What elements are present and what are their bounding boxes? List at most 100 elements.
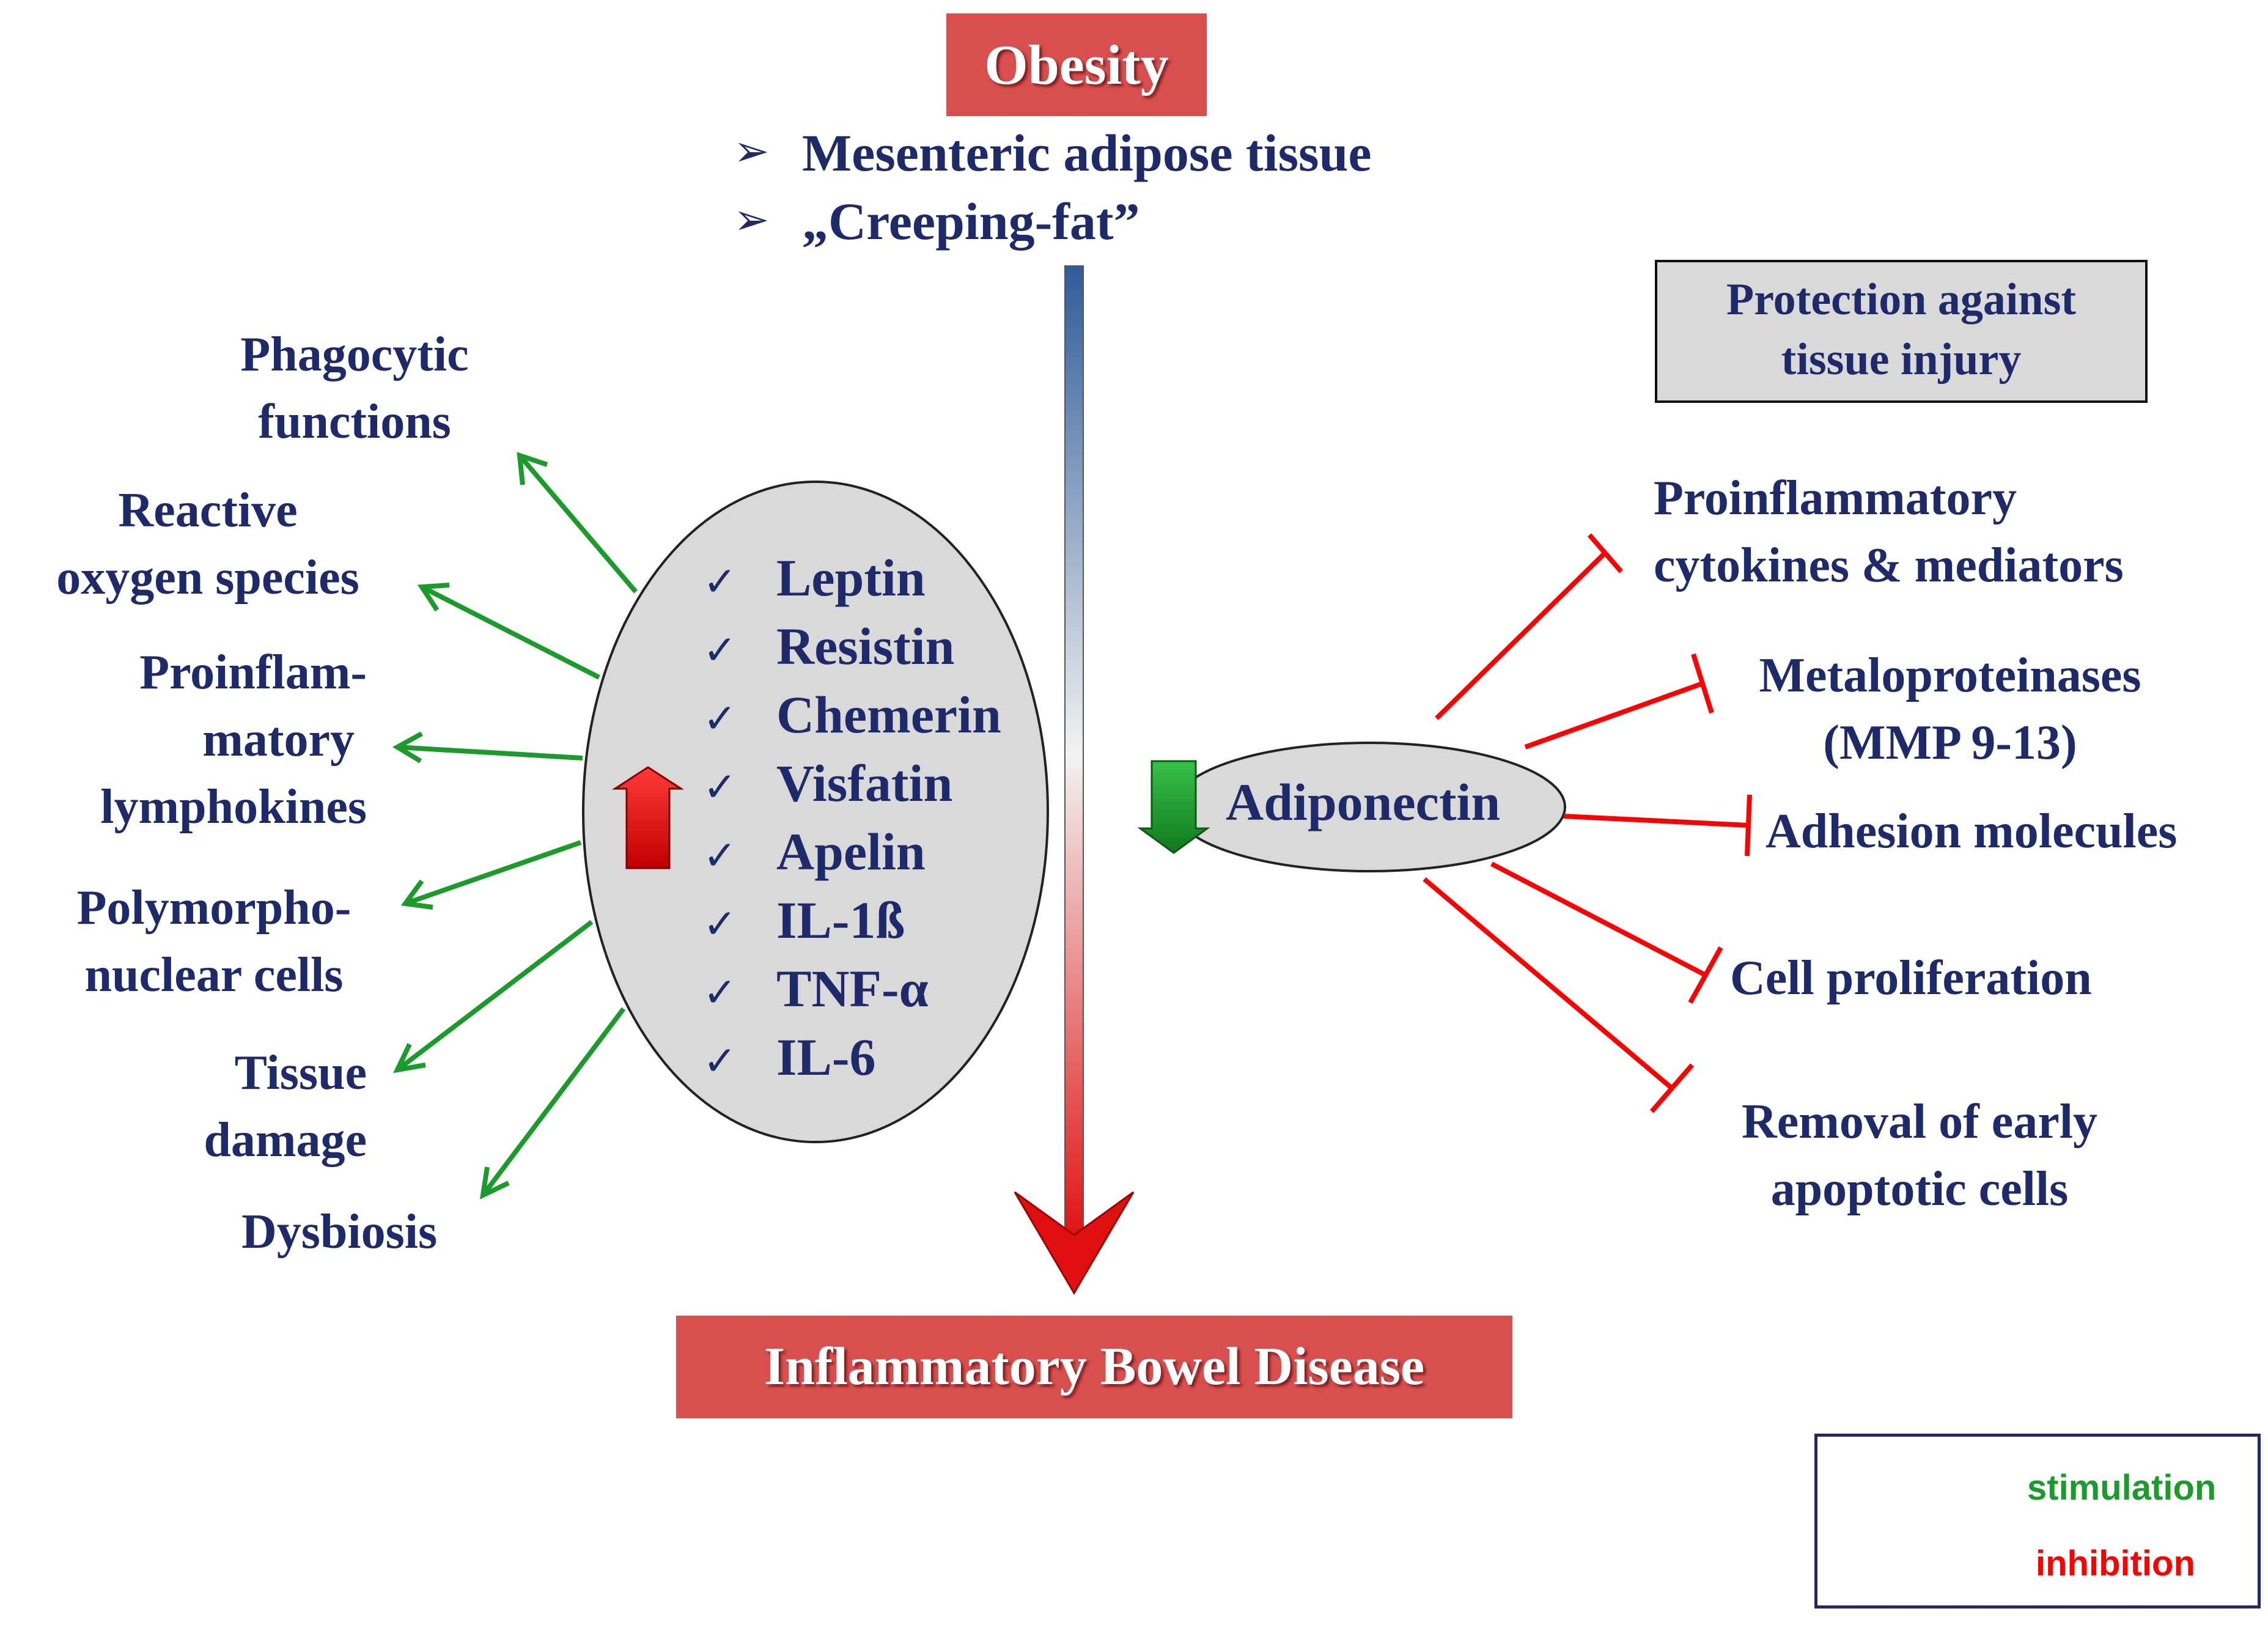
effect-reactive-oxygen-species: Reactive oxygen species	[24, 477, 391, 611]
effect-line: cytokines & mediators	[1654, 539, 2124, 592]
inhibition-bar-mmp	[1691, 653, 1714, 714]
check-icon: ✓	[703, 764, 737, 811]
check-icon: ✓	[703, 969, 737, 1016]
list-item-label: IL-6	[776, 1028, 876, 1086]
effect-line: functions	[258, 395, 451, 449]
effect-line: Cell proliferation	[1730, 951, 2092, 1005]
inhibition-bar-cytokines	[1587, 533, 1624, 573]
effect-proinflammatory-cytokines: Proinflammatory cytokines & mediators	[1654, 465, 2124, 599]
down-arrow-icon	[1137, 760, 1210, 854]
list-item-label: Resistin	[776, 617, 955, 676]
effect-line: Metaloproteinases	[1759, 649, 2141, 702]
stimulation-arrow-phagocytic-head	[517, 452, 548, 485]
inhibition-bar-apoptotic	[1649, 1063, 1695, 1113]
effect-line: Removal of early	[1741, 1095, 2098, 1149]
list-item-label: Leptin	[776, 548, 926, 607]
adiponectin-label: Adiponectin	[1226, 773, 1501, 831]
check-icon: ✓	[703, 695, 737, 742]
effect-removal-apoptotic-cells: Removal of early apoptotic cells	[1693, 1088, 2146, 1223]
list-item: ✓	[703, 616, 737, 677]
check-icon: ✓	[703, 558, 737, 605]
effect-line: Polymorpho-	[76, 881, 352, 935]
legend-box: stimulation inhibition	[1814, 1434, 2261, 1608]
ibd-title: Inflammatory Bowel Disease	[764, 1337, 1425, 1396]
stimulation-arrow-pmn-head	[400, 879, 433, 910]
obesity-title: Obesity	[984, 34, 1169, 96]
central-arrow-shaft	[1064, 265, 1084, 1245]
check-icon: ✓	[703, 1037, 737, 1085]
protection-box: Protection against tissue injury	[1655, 260, 2148, 403]
stimulation-arrow-phagocytic	[517, 454, 638, 594]
effect-phagocytic-functions: Phagocytic functions	[196, 321, 514, 455]
list-item-label: Chemerin	[776, 685, 1001, 744]
inhibition-lines	[1423, 533, 1752, 1113]
inhibition-bar-proliferation	[1688, 946, 1723, 1004]
list-item-label: IL-1ß	[776, 891, 905, 949]
effect-adhesion-molecules: Adhesion molecules	[1765, 798, 2177, 865]
effect-line: Proinflammatory	[1654, 471, 2017, 525]
legend-inhibition-label: inhibition	[2036, 1544, 2195, 1583]
left-adipokine-ellipse	[582, 481, 1049, 1143]
obesity-bullet-2: „Creeping-fat”	[802, 192, 1140, 251]
stimulation-arrows	[392, 452, 638, 1199]
stimulation-arrow-lymphokines	[397, 745, 583, 761]
bullet-arrow-icon: ➢	[734, 194, 770, 245]
effect-proinflammatory-lymphokines: Proinflam- matory lymphokines	[24, 639, 367, 841]
list-item-label: Apelin	[776, 822, 926, 881]
effect-polymorphonuclear-cells: Polymorpho- nuclear cells	[49, 874, 379, 1009]
stimulation-arrow-tissue	[396, 919, 594, 1072]
ibd-box: Inflammatory Bowel Disease	[676, 1316, 1512, 1418]
stimulation-arrow-tissue-head	[393, 1043, 426, 1074]
inhibition-line-mmp	[1524, 681, 1704, 750]
stimulation-arrow-ros	[421, 584, 600, 680]
protection-line: tissue injury	[1781, 334, 2022, 385]
effect-dysbiosis: Dysbiosis	[241, 1198, 437, 1266]
obesity-box: Obesity	[946, 13, 1207, 116]
effect-line: Dysbiosis	[241, 1205, 438, 1259]
effect-line: Adhesion molecules	[1765, 805, 2178, 858]
effect-line: apoptotic cells	[1770, 1162, 2069, 1216]
effect-cell-proliferation: Cell proliferation	[1730, 945, 2092, 1012]
central-arrow	[1014, 265, 1135, 1295]
effect-line: lymphokines	[100, 780, 367, 834]
effect-line: (MMP 9-13)	[1823, 716, 2077, 770]
protection-line: Protection against	[1726, 275, 2077, 325]
list-item-label: Visfatin	[776, 754, 953, 812]
effect-line: Reactive	[118, 484, 298, 537]
effect-line: Proinflam-	[139, 646, 367, 699]
central-arrow-head	[1014, 1191, 1135, 1295]
list-item: ✓	[703, 547, 737, 608]
list-item: ✓	[703, 890, 737, 951]
check-icon: ✓	[703, 627, 737, 674]
bullet-arrow-icon: ➢	[734, 126, 770, 176]
inhibition-line-apoptotic	[1423, 877, 1674, 1091]
effect-line: nuclear cells	[84, 948, 344, 1002]
list-item: ✓	[703, 1026, 737, 1088]
effect-line: Tissue	[234, 1046, 367, 1100]
list-item-label: TNF-α	[776, 959, 929, 1018]
inhibition-line-cytokines	[1435, 551, 1607, 720]
obesity-bullet-1: Mesenteric adipose tissue	[802, 123, 1372, 182]
stimulation-arrow-dysbiosis-head	[479, 1166, 510, 1199]
list-item: ✓	[703, 753, 737, 814]
inhibition-line-proliferation	[1490, 861, 1707, 978]
stimulation-arrow-dysbiosis	[480, 1007, 626, 1197]
inhibition-line-adhesion	[1563, 814, 1749, 828]
stimulation-arrow-lymphokines-head	[392, 731, 423, 764]
list-item: ✓	[703, 821, 737, 882]
legend-stimulation-label: stimulation	[2027, 1468, 2217, 1508]
check-icon: ✓	[703, 832, 737, 879]
effect-line: damage	[204, 1113, 367, 1167]
effect-line: oxygen species	[56, 551, 359, 605]
stimulation-arrow-ros-head	[417, 583, 450, 612]
inhibition-bar-adhesion	[1745, 794, 1752, 857]
effect-line: Phagocytic	[240, 328, 469, 381]
check-icon: ✓	[703, 901, 737, 948]
effect-metaloproteinases: Metaloproteinases (MMP 9-13)	[1718, 642, 2182, 776]
list-item: ✓	[703, 684, 737, 745]
effect-tissue-damage: Tissue damage	[147, 1039, 367, 1174]
stimulation-arrow-pmn	[404, 840, 582, 906]
effect-line: matory	[202, 713, 355, 767]
list-item: ✓	[703, 958, 737, 1019]
